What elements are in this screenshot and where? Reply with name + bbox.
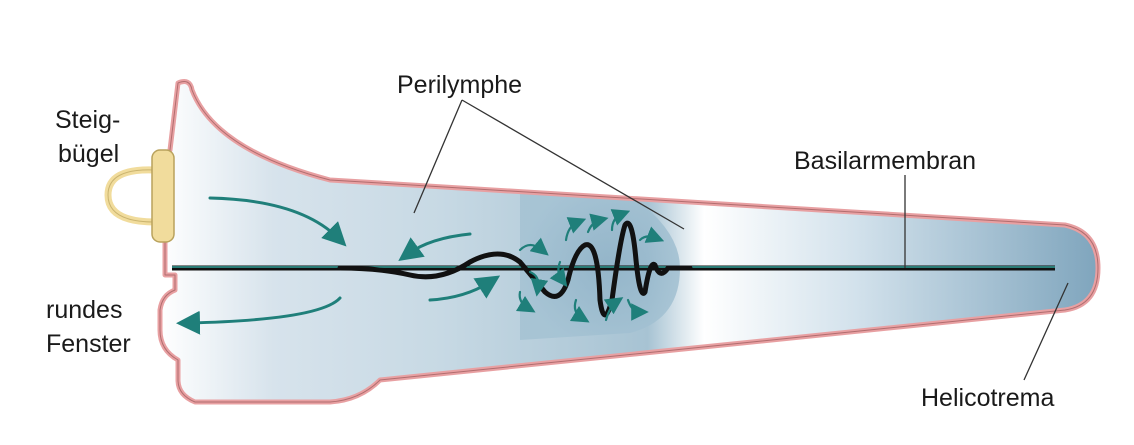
stapes-loop	[104, 166, 156, 226]
arrow-icon	[176, 296, 342, 335]
wave-region	[520, 190, 680, 340]
arrow-icon	[638, 226, 665, 243]
traveling-wave	[337, 220, 693, 318]
cochlear-duct	[157, 79, 1101, 405]
label-round-window-2: Fenster	[46, 330, 131, 358]
arrow-icon	[398, 232, 472, 262]
arrow-icon	[428, 275, 501, 302]
arrow-icon	[208, 196, 347, 247]
label-stapes-2: bügel	[58, 140, 119, 168]
arrow-icon	[626, 298, 649, 321]
label-basilar-membrane: Basilarmembran	[794, 147, 976, 175]
arrow-icon	[586, 213, 609, 234]
label-perilymph: Perilymphe	[397, 71, 522, 99]
leader-perilymph-b	[461, 99, 685, 230]
stapes-footplate	[151, 149, 175, 243]
arrow-icon	[549, 260, 568, 288]
arrow-icon	[564, 217, 587, 242]
basilar-membrane	[172, 220, 1055, 318]
arrow-icon	[515, 290, 536, 313]
arrow-icon	[569, 298, 590, 323]
label-stapes-1: Steig-	[55, 106, 120, 134]
stapes	[104, 149, 175, 243]
label-round-window-1: rundes	[46, 296, 122, 324]
flow-arrows	[176, 196, 665, 335]
arrow-icon	[518, 237, 549, 256]
duct-wall-inner	[159, 81, 1099, 403]
arrow-icon	[603, 297, 624, 322]
leader-perilymph-a	[413, 99, 463, 214]
arrow-icon	[528, 270, 549, 297]
label-helicotrema: Helicotrema	[921, 384, 1054, 412]
leader-helicotrema	[1023, 282, 1069, 381]
leader-lines	[413, 99, 1069, 381]
arrow-icon	[610, 209, 631, 232]
